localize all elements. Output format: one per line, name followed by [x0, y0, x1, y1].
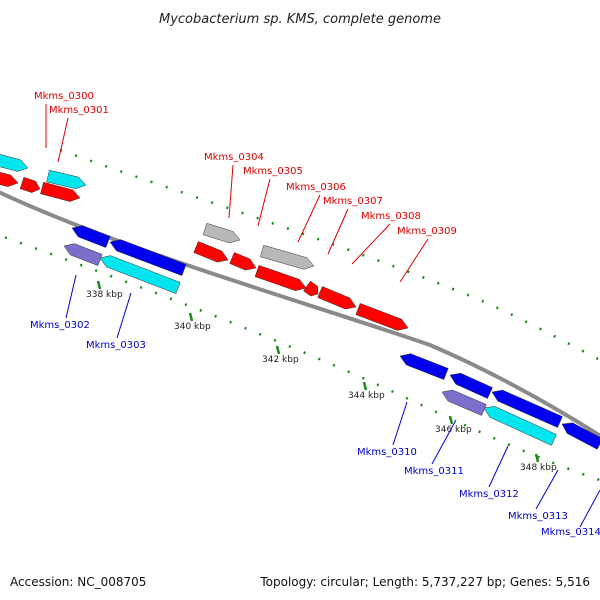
gene-leader-Mkms_0307	[327, 208, 349, 255]
gene-arrow-17	[399, 353, 449, 380]
gene-leader-Mkms_0310	[392, 401, 408, 446]
scale-tick-2	[275, 345, 281, 355]
gene-label-Mkms_0300: Mkms_0300	[34, 91, 94, 102]
scale-tick-4	[448, 415, 454, 425]
gene-labels: Mkms_0300Mkms_0301Mkms_0304Mkms_0305Mkms…	[30, 91, 600, 538]
scale-tick-label-1: 340 kbp	[174, 322, 211, 332]
gene-leader-Mkms_0304	[228, 164, 234, 219]
map-title: Mycobacterium sp. KMS, complete genome	[159, 12, 441, 27]
gene-label-Mkms_0311: Mkms_0311	[404, 466, 464, 477]
gene-label-Mkms_0302: Mkms_0302	[30, 320, 90, 331]
gene-leader-Mkms_0308	[351, 223, 391, 265]
gene-label-Mkms_0305: Mkms_0305	[243, 166, 303, 177]
gene-arrow-12	[355, 303, 409, 331]
gene-arrow-14	[109, 239, 187, 276]
gene-arrow-21	[483, 406, 557, 446]
scale-tick-0	[96, 280, 102, 290]
scale-tick-label-2: 342 kbp	[262, 355, 299, 365]
gene-arrow-1	[46, 169, 87, 190]
gene-arrow-18	[449, 372, 493, 399]
gene-label-Mkms_0308: Mkms_0308	[361, 211, 421, 222]
gene-leader-Mkms_0306	[297, 194, 321, 243]
scale-tick-label-3: 344 kbp	[348, 391, 385, 401]
gene-label-Mkms_0314: Mkms_0314	[541, 527, 600, 538]
reverse-guide-dots	[0, 234, 600, 482]
gene-arrow-4	[40, 181, 81, 202]
gene-arrow-5	[202, 222, 241, 244]
gene-arrow-22	[561, 422, 600, 450]
gene-label-Mkms_0310: Mkms_0310	[357, 447, 417, 458]
gene-arrow-10	[303, 280, 319, 297]
gene-arrow-6	[260, 244, 315, 270]
gene-arrow-20	[441, 389, 487, 416]
scale-tick-label-5: 348 kbp	[520, 463, 557, 473]
gene-arrow-3	[19, 176, 41, 193]
summary-text: Topology: circular; Length: 5,737,227 bp…	[259, 575, 590, 589]
gene-arrow-8	[229, 252, 257, 271]
gene-label-Mkms_0313: Mkms_0313	[508, 511, 568, 522]
scale-tick-label-4: 346 kbp	[435, 425, 472, 435]
gene-arrow-9	[254, 265, 307, 291]
gene-arrow-7	[193, 241, 229, 263]
gene-leader-Mkms_0312	[488, 445, 509, 488]
scale-tick-5	[534, 453, 540, 463]
gene-arrow-19	[491, 389, 563, 428]
gene-label-Mkms_0304: Mkms_0304	[204, 152, 264, 163]
gene-label-Mkms_0312: Mkms_0312	[459, 489, 519, 500]
gene-label-Mkms_0309: Mkms_0309	[397, 226, 457, 237]
gene-arrow-2	[0, 172, 19, 187]
gene-leader-Mkms_0309	[399, 238, 429, 283]
scale-tick-1	[188, 312, 194, 322]
scale-ticks: 338 kbp 340 kbp 342 kbp 344 kbp 346 kbp 348 k…	[86, 280, 557, 473]
scale-tick-label-0: 338 kbp	[86, 290, 123, 300]
gene-arrow-16	[99, 255, 181, 294]
gene-label-Mkms_0306: Mkms_0306	[286, 182, 346, 193]
gene-arrow-0	[0, 154, 29, 172]
gene-label-Mkms_0307: Mkms_0307	[323, 196, 383, 207]
gene-leader-Mkms_0303	[116, 292, 132, 339]
gene-arrow-15	[63, 243, 103, 266]
scale-tick-3	[362, 381, 368, 391]
gene-leader-Mkms_0314	[579, 489, 600, 528]
gene-label-Mkms_0303: Mkms_0303	[86, 340, 146, 351]
gene-features	[0, 154, 600, 450]
gene-leader-Mkms_0301	[57, 117, 69, 163]
gene-arrow-13	[71, 225, 111, 248]
gene-leader-Mkms_0311	[431, 419, 457, 465]
gene-leader-Mkms_0313	[535, 469, 559, 510]
gene-label-Mkms_0301: Mkms_0301	[49, 105, 109, 116]
accession-text: Accession: NC_008705	[10, 575, 146, 589]
gene-leader-Mkms_0305	[257, 178, 271, 227]
gene-leader-Mkms_0302	[65, 274, 77, 319]
gene-arrow-11	[317, 286, 357, 310]
